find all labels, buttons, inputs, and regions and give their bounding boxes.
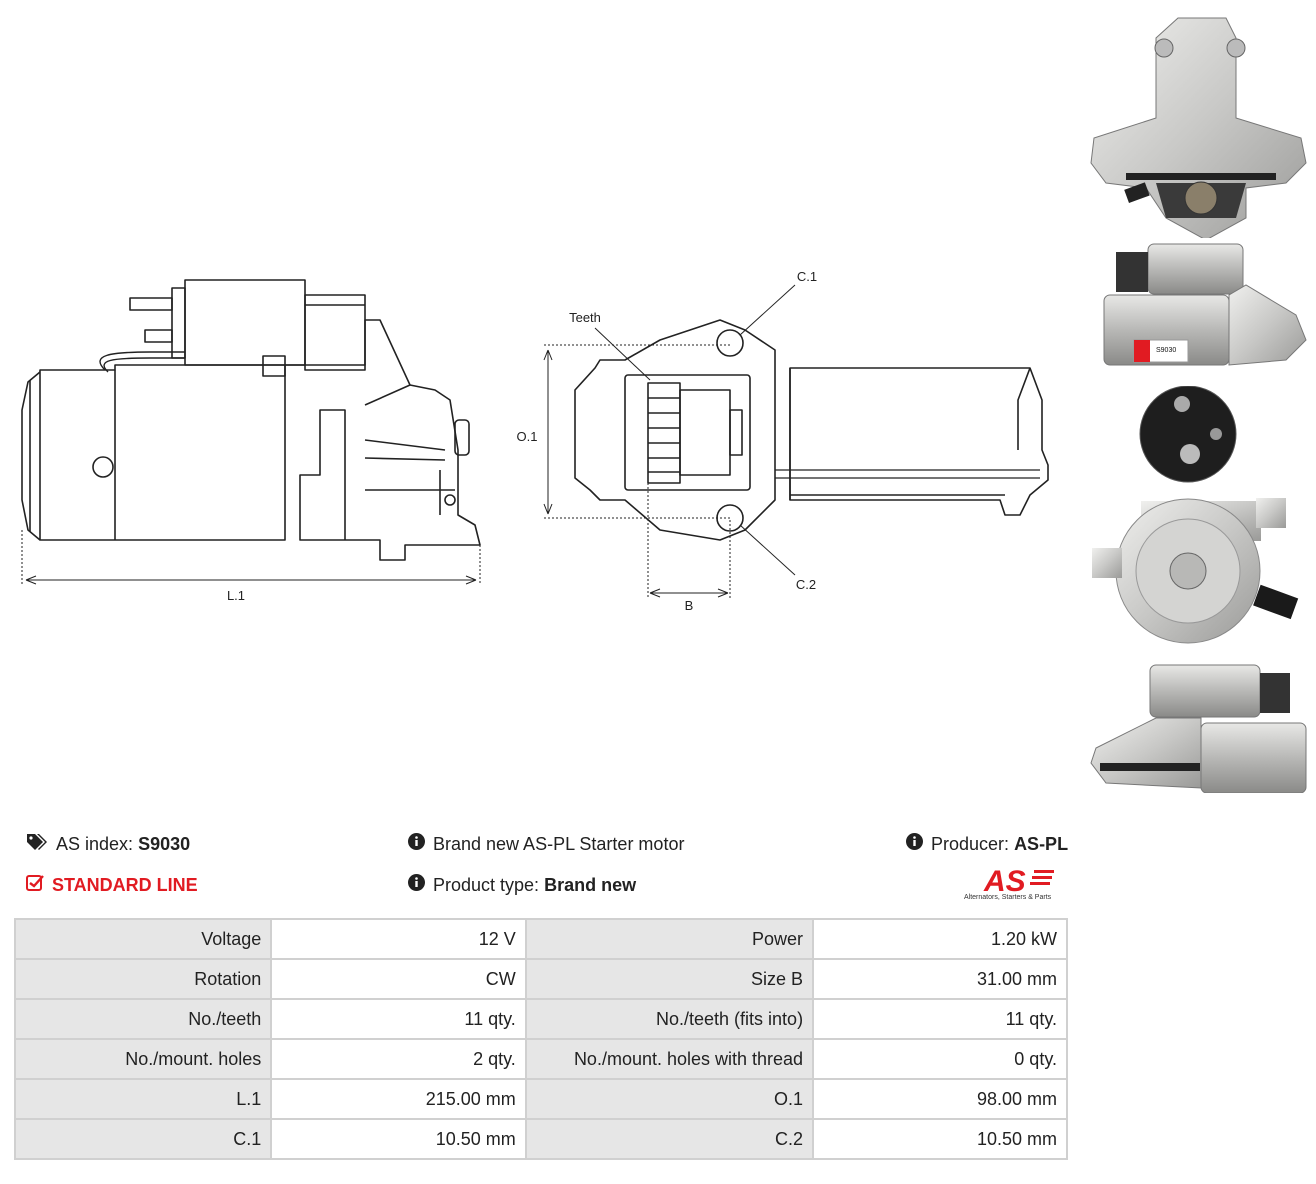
mount-flange (574, 319, 776, 541)
logo-mark-text: AS (983, 865, 1026, 894)
spec-label: O.1 (524, 1078, 815, 1120)
spec-value: 2 qty. (270, 1038, 527, 1080)
producer-value: AS-PL (1014, 833, 1069, 854)
spec-label: L.1 (13, 1078, 273, 1120)
spec-value: 98.00 mm (812, 1078, 1068, 1120)
spec-label: C.1 (13, 1118, 273, 1160)
description-text: Brand new AS-PL Starter motor (433, 833, 685, 854)
info-circle-icon (408, 874, 425, 896)
check-square-icon (26, 874, 44, 896)
spec-label: No./teeth (fits into) (524, 998, 815, 1040)
spec-value: 215.00 mm (270, 1078, 527, 1120)
dim-o1-label: O.1 (517, 429, 538, 444)
photo-opposite-side[interactable] (1086, 663, 1310, 793)
product-type-value: Brand new (544, 874, 637, 895)
photo-side-view[interactable]: S9030 (1086, 240, 1310, 370)
spec-value: 10.50 mm (270, 1118, 527, 1160)
product-type-label: Product type: (433, 874, 540, 895)
spec-label: Power (524, 918, 815, 960)
spec-label: C.2 (524, 1118, 815, 1160)
spec-label: Size B (524, 958, 815, 1000)
table-row: C.1 10.50 mm C.2 10.50 mm (13, 1118, 1068, 1160)
spec-value: 31.00 mm (812, 958, 1068, 1000)
info-circle-icon (906, 833, 923, 855)
as-index-label: AS index: (56, 834, 134, 854)
logo-tagline: Alternators, Starters & Parts (964, 894, 1052, 901)
as-pl-logo: AS Alternators, Starters & Parts (960, 864, 1070, 906)
line-badge: STANDARD LINE (26, 874, 198, 896)
spec-value: 11 qty. (812, 998, 1068, 1040)
spec-value: 0 qty. (812, 1038, 1068, 1080)
teeth-label: Teeth (569, 310, 601, 325)
terminal-top (129, 297, 173, 311)
motor-body (39, 364, 286, 541)
terminal-bottom (144, 329, 173, 343)
spec-value: CW (270, 958, 527, 1000)
as-logo-mark: AS (983, 865, 1054, 898)
spec-label: No./teeth (13, 998, 273, 1040)
dim-b-label: B (685, 598, 694, 613)
producer-label: Producer: (931, 833, 1010, 854)
spec-label: No./mount. holes (13, 1038, 273, 1080)
spec-label: No./mount. holes with thread (524, 1038, 815, 1080)
spec-value: 1.20 kW (812, 918, 1068, 960)
mount-hole-c1 (716, 329, 744, 357)
line-text: STANDARD LINE (52, 874, 198, 895)
motor-front (789, 367, 1049, 516)
product-type-row: Product type: Brand new (408, 874, 636, 896)
table-row: Rotation CW Size B 31.00 mm (13, 958, 1068, 1000)
as-index-value: S9030 (138, 834, 191, 854)
table-row: No./teeth 11 qty. No./teeth (fits into) … (13, 998, 1068, 1040)
description-row: Brand new AS-PL Starter motor (408, 833, 684, 855)
table-row: Voltage 12 V Power 1.20 kW (13, 918, 1068, 960)
table-row: No./mount. holes 2 qty. No./mount. holes… (13, 1038, 1068, 1080)
as-index-row: AS index: S9030 (26, 833, 190, 856)
producer-row: Producer: AS-PL (906, 833, 1068, 855)
specs-table: Voltage 12 V Power 1.20 kW Rotation CW S… (13, 918, 1068, 1160)
info-circle-icon (408, 833, 425, 855)
starter-drawing-svg: L.1 O.1 B C.1 C.2 Teeth (21, 269, 1049, 613)
photo-front-view[interactable] (1086, 8, 1310, 238)
technical-drawing: L.1 O.1 B C.1 C.2 Teeth (21, 269, 1049, 613)
table-row: L.1 215.00 mm O.1 98.00 mm (13, 1078, 1068, 1120)
motor-hole (92, 456, 114, 478)
spec-value: 10.50 mm (812, 1118, 1068, 1160)
photo-rear-view[interactable] (1086, 386, 1310, 656)
dim-c1-label: C.1 (797, 269, 817, 284)
spec-label: Rotation (13, 958, 273, 1000)
tags-icon (26, 833, 48, 856)
photo-label-code: S9030 (1156, 347, 1176, 354)
spec-value: 12 V (270, 918, 527, 960)
solenoid (184, 279, 306, 366)
spec-value: 11 qty. (270, 998, 527, 1040)
spec-label: Voltage (13, 918, 273, 960)
dim-c2-label: C.2 (796, 577, 816, 592)
dim-l1-label: L.1 (227, 588, 245, 603)
